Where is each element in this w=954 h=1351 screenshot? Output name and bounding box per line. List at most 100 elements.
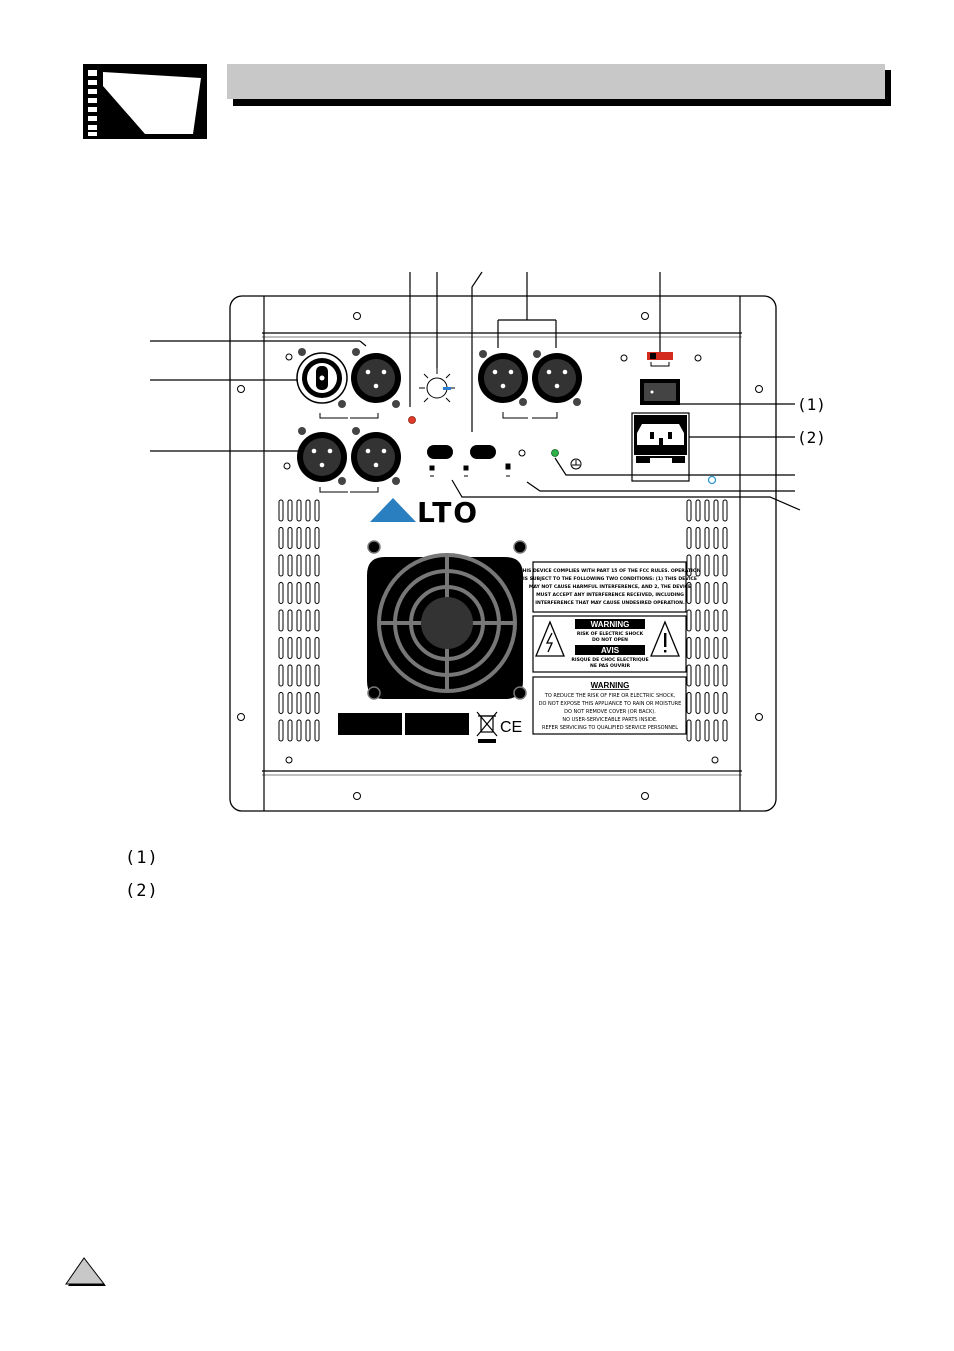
vent-slot <box>695 637 701 659</box>
vent-slot <box>713 637 719 659</box>
vent-slot <box>278 692 284 714</box>
vent-slot <box>305 637 311 659</box>
vent-slot <box>314 527 320 549</box>
section-logo <box>83 64 207 139</box>
vent-slot <box>278 582 284 604</box>
svg-text:DO NOT EXPOSE THIS APPLIANCE T: DO NOT EXPOSE THIS APPLIANCE TO RAIN OR … <box>539 701 682 707</box>
vent-slot <box>287 499 293 522</box>
callout-label: (2) <box>797 428 826 447</box>
section-title-bar <box>227 64 891 106</box>
vent-slot <box>287 637 293 659</box>
vent-slot <box>287 582 293 604</box>
vent-slot <box>686 527 692 549</box>
item-number: (2) <box>125 881 159 901</box>
vent-slot <box>287 692 293 714</box>
vent-slot <box>704 527 710 549</box>
callout-label: (1) <box>797 395 826 414</box>
vent-slot <box>695 527 701 549</box>
vent-slot <box>314 582 320 604</box>
fcc-line: THIS DEVICE COMPLIES WITH PART 15 OF THE… <box>519 568 700 574</box>
vent-slot <box>686 609 692 632</box>
vent-slot <box>305 554 311 577</box>
vent-slot <box>713 609 719 632</box>
vent-slot <box>686 719 692 742</box>
vent-slot <box>722 554 728 577</box>
vent-slot <box>695 499 701 522</box>
vent-slot <box>305 609 311 632</box>
vent-slot <box>704 664 710 687</box>
svg-text:RISQUE DE CHOC ELECTRIQUE: RISQUE DE CHOC ELECTRIQUE <box>571 657 648 663</box>
vent-slot <box>686 692 692 714</box>
vent-slot <box>278 609 284 632</box>
vent-slot <box>278 637 284 659</box>
vent-slot <box>305 719 311 742</box>
vent-slot <box>296 499 302 522</box>
vent-slot <box>314 499 320 522</box>
vent-slot <box>695 609 701 632</box>
svg-text:TO REDUCE THE RISK OF FIRE OR: TO REDUCE THE RISK OF FIRE OR ELECTRIC S… <box>544 693 676 699</box>
vent-slot <box>704 554 710 577</box>
vent-slot <box>695 692 701 714</box>
vent-slot <box>704 692 710 714</box>
vent-slot <box>695 554 701 577</box>
vent-slot <box>686 637 692 659</box>
vent-slot <box>296 609 302 632</box>
vent-slot <box>713 554 719 577</box>
vent-slot <box>287 554 293 577</box>
vent-slot <box>722 637 728 659</box>
vent-slot <box>296 719 302 742</box>
svg-text:WARNING: WARNING <box>591 681 630 690</box>
vent-slot <box>695 664 701 687</box>
vent-slot <box>278 554 284 577</box>
vent-slot <box>713 582 719 604</box>
vent-slot <box>287 527 293 549</box>
vent-slot <box>722 609 728 632</box>
vent-slot <box>686 499 692 522</box>
vent-slot <box>305 664 311 687</box>
vent-slot <box>722 582 728 604</box>
fcc-line: IS SUBJECT TO THE FOLLOWING TWO CONDITIO… <box>523 576 697 582</box>
vent-slot <box>296 554 302 577</box>
vent-slot <box>278 499 284 522</box>
vent-slot <box>722 692 728 714</box>
vent-slot <box>287 609 293 632</box>
vent-slot <box>287 719 293 742</box>
vent-slot <box>695 719 701 742</box>
vent-slot <box>695 582 701 604</box>
fcc-line: INTERFERENCE THAT MAY CAUSE UNDESIRED OP… <box>535 600 685 606</box>
vent-slot <box>704 609 710 632</box>
vent-slot <box>296 527 302 549</box>
vent-slot <box>314 554 320 577</box>
svg-text:AVIS: AVIS <box>601 646 620 655</box>
vent-slot <box>305 527 311 549</box>
page-corner-marker <box>65 1257 106 1286</box>
vent-slot <box>713 527 719 549</box>
weee-bin-icon <box>476 711 498 737</box>
vent-slot <box>686 664 692 687</box>
vent-slot <box>704 719 710 742</box>
vent-slot <box>713 692 719 714</box>
vent-slot <box>296 664 302 687</box>
ce-mark: CE <box>500 719 522 736</box>
vent-slot <box>278 527 284 549</box>
svg-text:RISK OF ELECTRIC SHOCK: RISK OF ELECTRIC SHOCK <box>577 631 644 637</box>
fcc-line: MUST ACCEPT ANY INTERFERENCE RECEIVED, I… <box>536 592 684 598</box>
vent-slot <box>314 637 320 659</box>
svg-text:WARNING: WARNING <box>591 620 630 629</box>
vent-slot <box>704 499 710 522</box>
lightning-warning-icon <box>535 620 565 657</box>
vent-slot <box>686 582 692 604</box>
svg-text:NE PAS OUVRIR: NE PAS OUVRIR <box>590 663 630 669</box>
fcc-line: MAY NOT CAUSE HARMFUL INTERFERENCE, AND … <box>529 584 691 590</box>
brand-logo-text: LTO <box>417 496 479 529</box>
vent-slot <box>296 637 302 659</box>
vent-slot <box>296 692 302 714</box>
vent-slot <box>314 609 320 632</box>
vent-slot <box>722 664 728 687</box>
vent-slot <box>722 719 728 742</box>
svg-text:DO NOT REMOVE COVER (OR BACK).: DO NOT REMOVE COVER (OR BACK). <box>564 709 656 715</box>
vent-slot <box>314 664 320 687</box>
vent-slot <box>305 499 311 522</box>
svg-text:NO USER-SERVICEABLE PARTS INSI: NO USER-SERVICEABLE PARTS INSIDE. <box>562 717 658 723</box>
